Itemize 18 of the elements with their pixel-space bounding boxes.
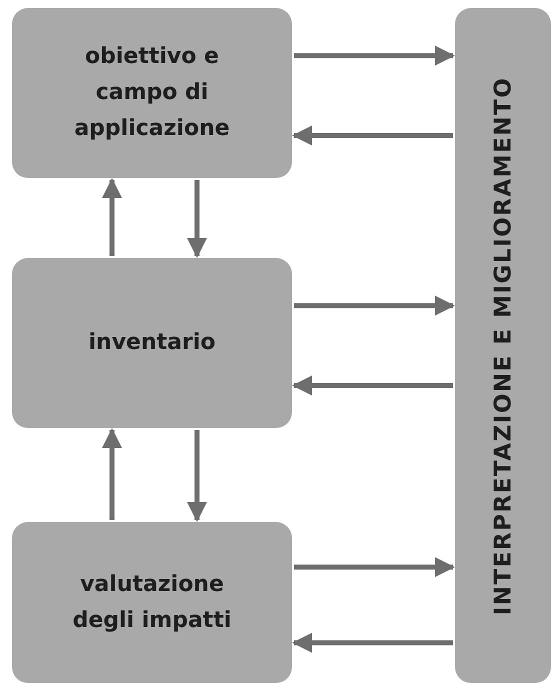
phase-label: INTERPRETAZIONE E MIGLIORAMENTO xyxy=(490,76,516,615)
phase-box xyxy=(12,258,292,428)
arrow xyxy=(187,430,207,522)
phase-label: inventario xyxy=(88,329,216,357)
arrow xyxy=(292,126,453,146)
arrow xyxy=(294,46,455,66)
arrow xyxy=(294,557,455,578)
arrow xyxy=(102,178,122,256)
arrow xyxy=(294,296,455,316)
arrow xyxy=(292,632,453,653)
arrow xyxy=(292,376,453,396)
phase-label: obiettivo e campo di applicazione xyxy=(73,43,231,143)
phase-box xyxy=(12,8,292,178)
phase-band xyxy=(455,8,551,683)
phase-box xyxy=(12,522,292,683)
phase-label: valutazione degli impatti xyxy=(72,570,232,634)
arrow xyxy=(187,180,207,258)
arrow xyxy=(102,428,122,520)
